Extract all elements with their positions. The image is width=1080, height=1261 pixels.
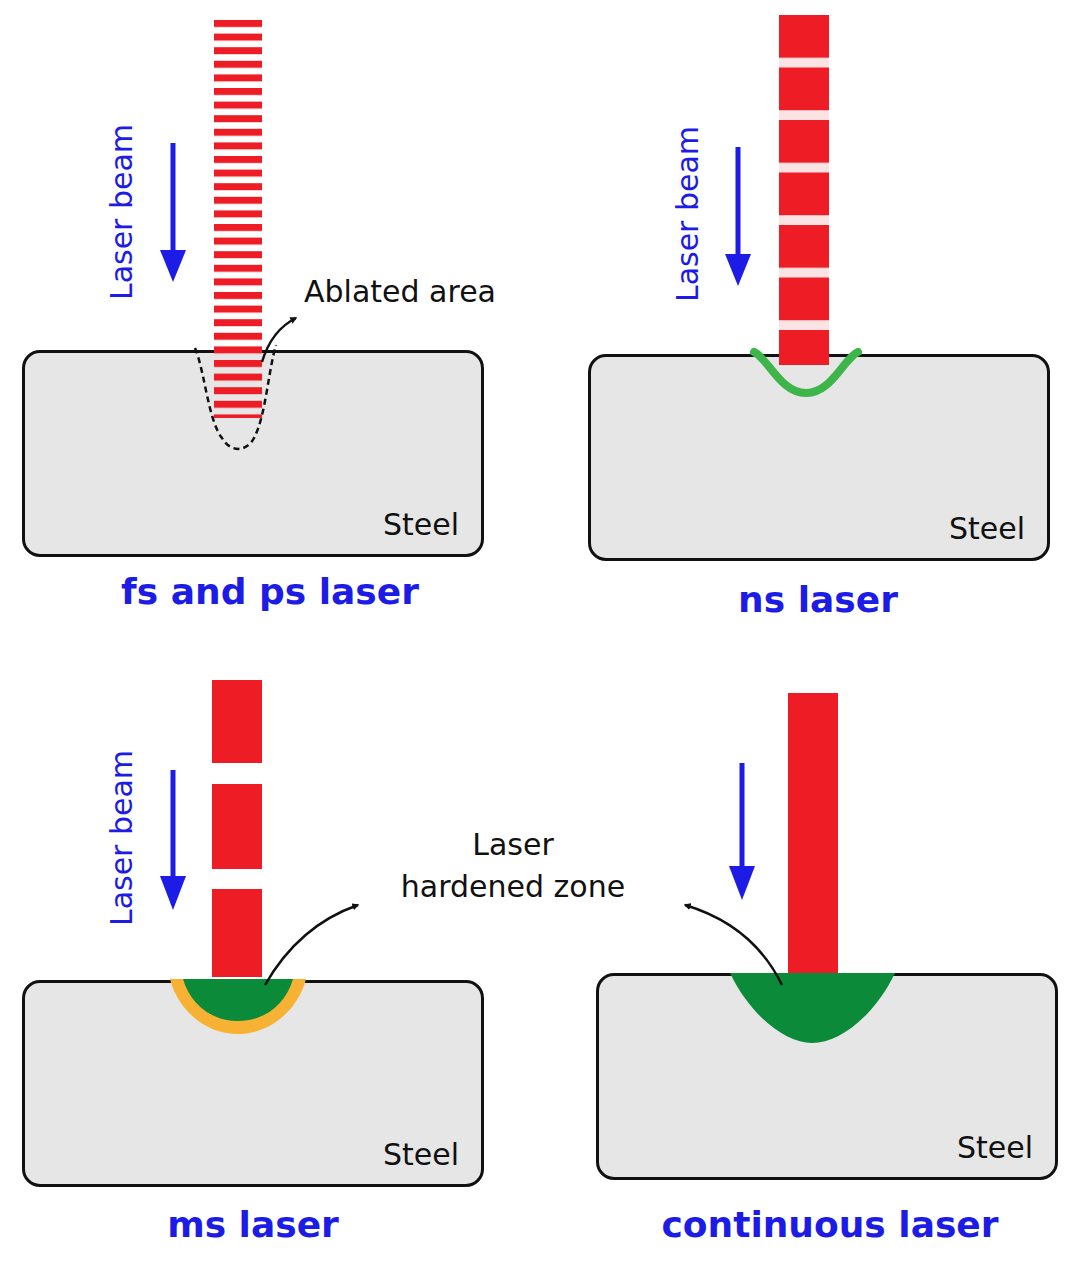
material-label: Steel — [949, 511, 1025, 546]
arrow-head — [729, 866, 755, 900]
steel-block: Steel — [22, 350, 484, 557]
pulsed-beam — [779, 15, 829, 365]
callout-label: Ablated area — [304, 271, 496, 313]
material-label: Steel — [383, 1137, 459, 1172]
hardened-zone — [183, 979, 293, 1021]
hardened-layer — [754, 352, 858, 393]
direction-arrow — [740, 763, 745, 870]
pulsed-beam — [214, 20, 262, 418]
pulsed-beam — [212, 889, 262, 977]
leader-arrow — [262, 318, 296, 362]
callout-label: Laser hardened zone — [397, 824, 629, 908]
caption: fs and ps laser — [121, 567, 419, 617]
direction-arrow — [736, 147, 741, 258]
leader-arrow — [265, 905, 358, 985]
caption: ms laser — [167, 1200, 339, 1250]
beam-label: Laser beam — [101, 750, 143, 926]
hardened-zone — [730, 973, 895, 1043]
steel-block: Steel — [588, 354, 1050, 561]
heat-affected-zone — [170, 979, 306, 1034]
steel-block: Steel — [22, 980, 484, 1187]
steel-block: Steel — [596, 973, 1058, 1180]
arrow-head — [160, 876, 186, 910]
arrow-head — [160, 250, 186, 282]
caption: continuous laser — [661, 1200, 998, 1250]
continuous-beam — [788, 693, 838, 975]
material-label: Steel — [957, 1130, 1033, 1165]
arrow-head — [725, 254, 751, 286]
pulsed-beam — [212, 784, 262, 869]
beam-label: Laser beam — [667, 126, 709, 302]
ablated-outline — [195, 345, 276, 449]
pulsed-beam — [212, 680, 262, 763]
direction-arrow — [171, 770, 176, 880]
direction-arrow — [171, 143, 176, 254]
leader-arrow — [685, 905, 782, 985]
material-label: Steel — [383, 507, 459, 542]
beam-label: Laser beam — [101, 124, 143, 300]
caption: ns laser — [738, 575, 898, 625]
